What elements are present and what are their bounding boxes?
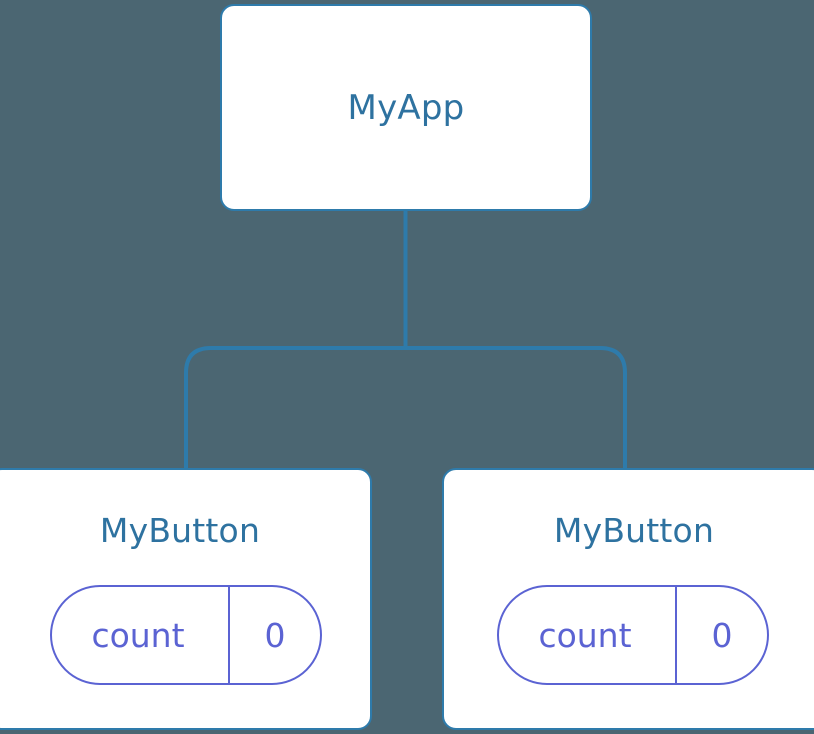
state-badge-2[interactable]: count 0: [497, 585, 769, 685]
state-value-1: 0: [228, 587, 320, 683]
node-mybutton-1[interactable]: MyButton count 0: [0, 468, 372, 730]
state-badge-1[interactable]: count 0: [50, 585, 322, 685]
node-myapp[interactable]: MyApp: [220, 4, 592, 211]
edge-branch-bar: [184, 346, 627, 468]
node-mybutton-2[interactable]: MyButton count 0: [442, 468, 814, 730]
node-title-mybutton-2: MyButton: [553, 511, 715, 550]
node-title-mybutton-1: MyButton: [99, 511, 261, 550]
state-value-2: 0: [675, 587, 767, 683]
node-title-myapp: MyApp: [347, 87, 465, 128]
state-key-2: count: [538, 615, 632, 655]
state-key-1: count: [91, 615, 185, 655]
